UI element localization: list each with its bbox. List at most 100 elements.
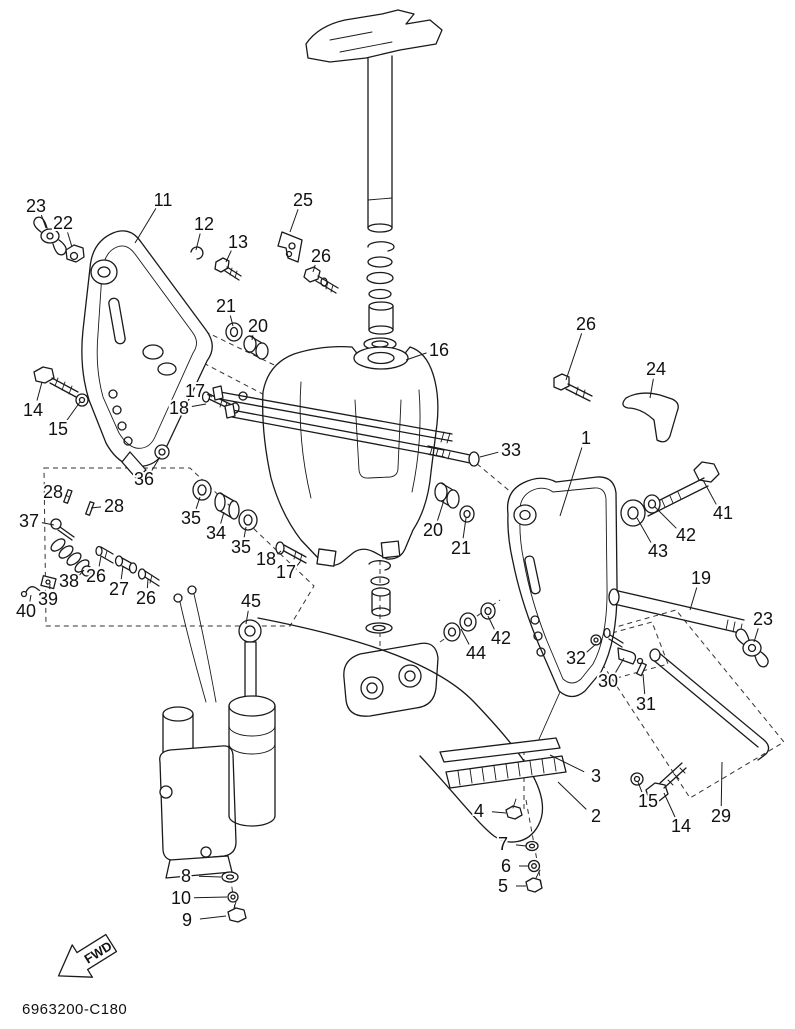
fwd-arrow: FWD <box>57 933 118 978</box>
leader-line-36 <box>151 456 161 472</box>
callout-26: 26 <box>576 314 596 334</box>
callout-4: 4 <box>474 801 484 821</box>
callout-14: 14 <box>23 400 43 420</box>
callout-28: 28 <box>104 496 124 516</box>
callout-44: 44 <box>466 643 486 663</box>
leader-line-15 <box>637 781 643 793</box>
tilt-tube-19 <box>608 588 745 635</box>
washer-12 <box>190 246 204 260</box>
callout-26: 26 <box>311 246 331 266</box>
callout-29: 29 <box>711 806 731 826</box>
leader-line-7 <box>515 844 527 847</box>
upper-mount-rod-b <box>224 403 445 458</box>
hardware-8-10-9 <box>221 871 247 923</box>
lower-seal-stack <box>365 560 393 634</box>
callout-layer: 2322111213252621201626241415171833136282… <box>14 188 775 932</box>
leader-line-32 <box>586 643 597 653</box>
callout-26: 26 <box>86 566 106 586</box>
stud-33 <box>427 445 480 467</box>
leader-line-17 <box>207 393 213 398</box>
leader-line-26 <box>98 555 102 567</box>
leader-line-1 <box>559 447 583 517</box>
mount-plate-2 <box>445 755 567 789</box>
friction-spring-group <box>20 489 160 598</box>
grommet-36 <box>154 444 170 460</box>
callout-35: 35 <box>231 537 251 557</box>
leader-line-16 <box>405 352 427 361</box>
lower-mount-bushings <box>192 479 258 531</box>
leader-line-23 <box>40 214 47 229</box>
washer-15-bottom <box>630 772 644 786</box>
wing-nut-23-right <box>735 628 769 668</box>
leader-line-31 <box>642 673 646 695</box>
callout-31: 31 <box>636 694 656 714</box>
callout-1: 1 <box>581 428 591 448</box>
leader-line-21 <box>229 315 234 327</box>
pin-31 <box>636 657 647 677</box>
leader-line-37 <box>41 522 55 526</box>
washer-6 <box>527 859 541 873</box>
callout-10: 10 <box>171 888 191 908</box>
washer-7 <box>525 840 539 852</box>
leader-line-15 <box>65 401 81 422</box>
leader-line-25 <box>289 209 299 233</box>
callout-18: 18 <box>169 398 189 418</box>
leader-line-12 <box>195 233 201 251</box>
callout-21: 21 <box>451 538 471 558</box>
leader-line-18 <box>191 403 207 408</box>
pin-30 <box>617 647 637 665</box>
leader-line-14 <box>36 381 43 401</box>
bolt-26-upper <box>303 266 339 294</box>
part-code: 6963200-C180 <box>22 1001 127 1018</box>
leader-line-9 <box>199 915 227 920</box>
leader-line-40 <box>29 594 32 602</box>
leader-line-18 <box>277 550 282 555</box>
leader-line-11 <box>134 208 157 244</box>
leader-line-3 <box>549 754 585 773</box>
callout-23: 23 <box>753 609 773 629</box>
callout-2: 2 <box>591 806 601 826</box>
thru-bolt-41 <box>643 461 720 517</box>
leader-line-24 <box>649 378 654 399</box>
leader-line-26 <box>146 578 149 589</box>
leader-line-19 <box>689 587 698 611</box>
leader-line-27 <box>120 565 124 580</box>
callout-7: 7 <box>498 834 508 854</box>
bushing-21-upper <box>225 322 243 342</box>
washer-43 <box>620 499 646 527</box>
callout-28: 28 <box>43 482 63 502</box>
callout-17: 17 <box>185 381 205 401</box>
washer-21-right <box>459 505 475 523</box>
stern-bracket-right <box>506 476 618 698</box>
leader-line-26 <box>312 264 316 273</box>
bolt-14-bottom <box>645 762 687 802</box>
callout-5: 5 <box>498 876 508 896</box>
leader-line-29 <box>720 761 723 807</box>
callout-21: 21 <box>216 296 236 316</box>
swivel-bracket <box>262 346 439 567</box>
callout-41: 41 <box>713 503 733 523</box>
leader-line-43 <box>636 517 652 543</box>
leader-line-23 <box>753 628 759 643</box>
callout-45: 45 <box>241 591 261 611</box>
leader-line-30 <box>614 657 625 674</box>
callout-19: 19 <box>691 568 711 588</box>
leader-line-8 <box>198 875 222 878</box>
washer-42-right <box>643 494 661 514</box>
callout-43: 43 <box>648 541 668 561</box>
callout-37: 37 <box>19 511 39 531</box>
bolt-32 <box>590 627 624 648</box>
bracket-to-plate-line <box>535 691 561 747</box>
leader-line-17 <box>296 561 301 567</box>
leader-line-21 <box>462 517 467 539</box>
bolt-14-left <box>33 366 79 398</box>
callout-9: 9 <box>182 910 192 930</box>
callout-25: 25 <box>293 190 313 210</box>
leader-line-44 <box>460 628 470 645</box>
power-trim-unit <box>159 585 276 879</box>
callout-35: 35 <box>181 508 201 528</box>
callout-32: 32 <box>566 648 586 668</box>
leader-line-14 <box>663 792 676 818</box>
washer-15-left <box>75 393 89 407</box>
